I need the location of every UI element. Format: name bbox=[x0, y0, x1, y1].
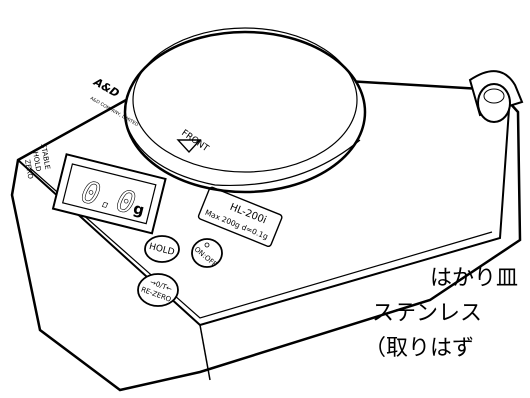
hold-button[interactable]: HOLD bbox=[144, 235, 180, 263]
rezero-button[interactable]: →0/T← RE-ZERO bbox=[137, 273, 179, 307]
display-unit: g bbox=[131, 199, 146, 219]
caption-line-3: （取りはず bbox=[364, 336, 475, 361]
caption-line-2: ステンレス bbox=[372, 301, 483, 326]
caption-line-1: はかり皿 bbox=[430, 266, 519, 291]
indicator-zero: ZERO bbox=[23, 159, 34, 180]
weighing-pan bbox=[123, 30, 367, 194]
lcd-display: 0.0 g bbox=[51, 153, 167, 235]
front-arrow-icon bbox=[176, 139, 202, 154]
onoff-button[interactable]: ON:OFF bbox=[191, 238, 223, 269]
brand-logo: A&D bbox=[91, 75, 122, 100]
indicator-hold: HOLD bbox=[31, 151, 42, 172]
